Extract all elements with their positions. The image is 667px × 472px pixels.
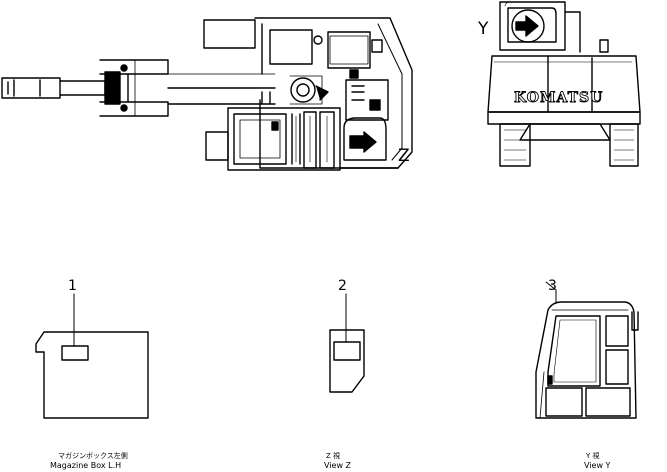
excavator-rear-view: KOMATSU Y (477, 1, 641, 167)
detail-view-z: 2 Z 視 View Z (324, 278, 365, 470)
callout-3-number: 3 (548, 278, 557, 294)
caption-2-jp: Z 視 (326, 451, 340, 460)
boom-arm (1, 59, 276, 117)
caption-3-jp: Y 視 (585, 451, 600, 460)
caption-1-jp: マガジンボックス左側 (58, 451, 128, 460)
upper-structure (203, 17, 413, 171)
view-z-marker: Z (398, 146, 410, 166)
caption-2-en: View Z (324, 461, 352, 470)
caption-1-en: Magazine Box L.H (50, 461, 121, 470)
callout-1-number: 1 (68, 278, 77, 294)
brand-lettering: KOMATSU (514, 90, 603, 106)
view-y-marker: Y (477, 19, 489, 39)
detail-magazine-box: 1 マガジンボックス左側 Magazine Box L.H (35, 278, 149, 470)
excavator-top-view: Z (1, 17, 413, 171)
detail-view-y: 3 Y 視 View Y (535, 278, 639, 470)
callout-2-number: 2 (338, 278, 347, 294)
caption-3-en: View Y (584, 461, 611, 470)
